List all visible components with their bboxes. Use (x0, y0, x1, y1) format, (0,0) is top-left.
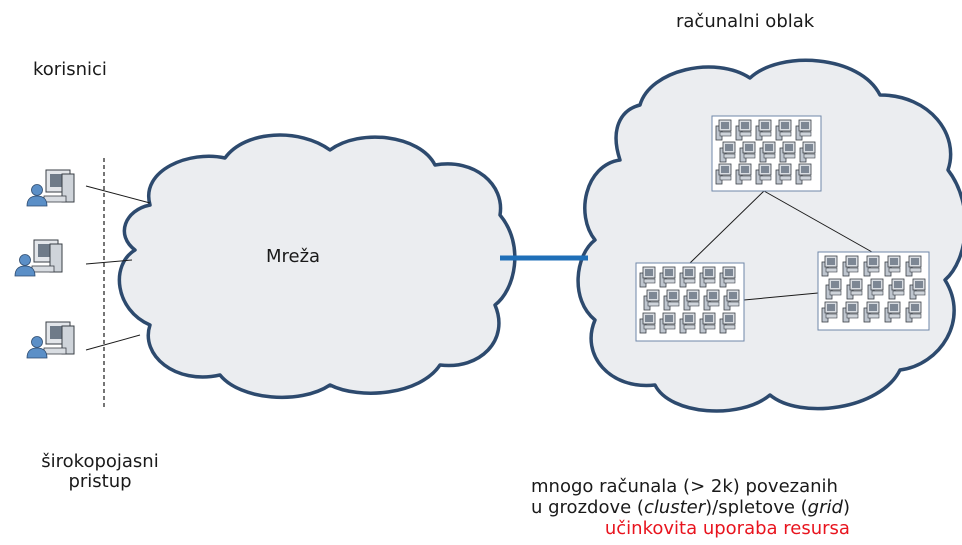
user-connection-line (85, 334, 141, 351)
broadband-label-line2: pristup (68, 471, 132, 492)
server-cluster-icon (711, 115, 822, 192)
user-computer-icon (26, 321, 75, 359)
server-cluster-icon (635, 262, 745, 342)
cluster-link (689, 190, 765, 264)
caption-line-1: mnogo računala (> 2k) povezanih (531, 476, 838, 497)
caption-line-2-middle: )/spletove ( (705, 497, 808, 518)
user-computer-icon (26, 169, 75, 207)
caption-cluster-term: cluster (643, 497, 706, 518)
cluster-link (763, 190, 873, 253)
broadband-label-line1: širokopojasni (41, 451, 159, 472)
caption-line-2-start: u grozdove ( (531, 497, 644, 518)
cloud-caption: mnogo računala (> 2k) povezanih u grozdo… (531, 476, 850, 539)
broadband-label: širokopojasni pristup (20, 452, 180, 492)
caption-grid-term: grid (807, 497, 843, 518)
user-connection-line (85, 259, 133, 265)
user-computer-icon (14, 239, 63, 277)
caption-line-2: u grozdove (cluster)/spletove (grid) (531, 497, 850, 518)
user-connection-line (85, 185, 151, 204)
cloud-label: računalni oblak (676, 11, 815, 32)
caption-highlight: učinkovita uporaba resursa (604, 518, 850, 539)
network-cloud (117, 133, 517, 400)
server-cluster-icon (817, 251, 930, 331)
network-label: Mreža (266, 246, 321, 267)
users-label: korisnici (33, 59, 107, 80)
cluster-link (743, 292, 819, 301)
caption-line-2-end: ) (842, 497, 850, 518)
computing-cloud (576, 58, 962, 413)
